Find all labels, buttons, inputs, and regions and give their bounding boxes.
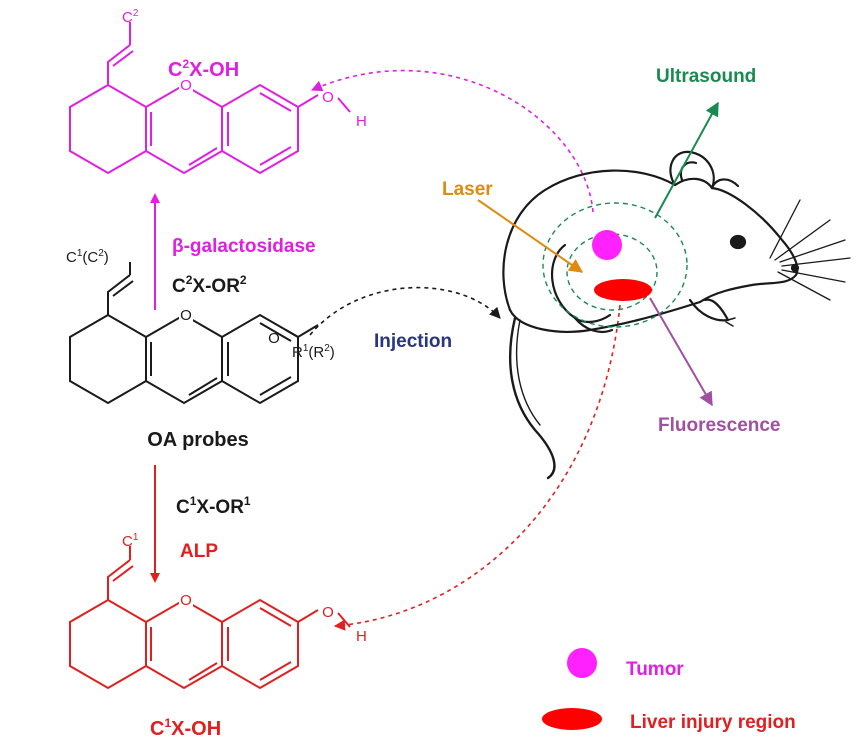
legend-injury-label: Liver injury region bbox=[630, 712, 796, 733]
fluorescence-label: Fluorescence bbox=[658, 415, 781, 436]
laser-arrow bbox=[477, 199, 584, 273]
mouse-ear-back bbox=[710, 178, 740, 190]
bottom-oh-oxygen: O bbox=[322, 604, 334, 621]
mouse-illustration bbox=[502, 150, 851, 480]
top-oh-oxygen: O bbox=[322, 89, 334, 106]
fluorescence-arrow bbox=[649, 297, 713, 407]
middle-r-group: R1(R2) bbox=[292, 343, 335, 361]
injection-dashed-arrow bbox=[309, 286, 501, 336]
middle-o-mask bbox=[179, 306, 193, 322]
legend-tumor-label: Tumor bbox=[626, 659, 684, 680]
middle-vinyl-double bbox=[112, 280, 134, 297]
mouse-tail bbox=[508, 316, 556, 480]
mouse-hind-foot bbox=[573, 316, 614, 334]
legend-injury-swatch bbox=[542, 708, 602, 730]
mouse-front-paw bbox=[725, 317, 736, 327]
middle-ether-bond-2 bbox=[285, 329, 299, 338]
top-skeleton bbox=[69, 84, 299, 174]
injury-to-bottom-dashed-arrow bbox=[333, 304, 621, 631]
up-arrow-probe: C2X-OR2 bbox=[172, 273, 247, 297]
injection-label: Injection bbox=[374, 331, 452, 352]
top-vinyl-bond bbox=[107, 44, 131, 85]
mouse-eye bbox=[729, 234, 747, 250]
middle-skeleton bbox=[69, 314, 299, 404]
laser-arrow-group: Laser bbox=[442, 179, 584, 273]
top-oh-bond bbox=[297, 94, 319, 108]
top-oh-h-bond bbox=[337, 97, 351, 113]
mouse-tail-inner bbox=[515, 319, 541, 426]
bottom-compound-name: C1X-OH bbox=[150, 716, 221, 740]
mouse-ear bbox=[669, 150, 715, 190]
up-arrow-enzyme: β-galactosidase bbox=[172, 236, 316, 257]
middle-ether-oxygen: O bbox=[268, 330, 280, 347]
ultrasound-arrow bbox=[654, 101, 719, 219]
bottom-skeleton bbox=[69, 599, 299, 689]
ultrasound-label: Ultrasound bbox=[656, 66, 756, 87]
liver-injury-marker bbox=[594, 279, 652, 301]
mouse-head bbox=[698, 186, 799, 304]
middle-molecule-text: C1(C2) O O R1(R2) OA probes bbox=[66, 248, 335, 451]
top-o-mask bbox=[179, 76, 193, 92]
middle-ether-bond bbox=[297, 324, 319, 338]
mouse-back bbox=[502, 169, 714, 312]
bottom-oh-bond bbox=[297, 609, 319, 623]
top-ring-oxygen: O bbox=[180, 77, 192, 94]
bottom-vinyl-double bbox=[112, 565, 134, 582]
top-molecule bbox=[69, 22, 351, 174]
down-arrow-probe: C1X-OR1 bbox=[176, 494, 251, 518]
bottom-molecule-text: C1 O O H C1X-OH bbox=[122, 532, 367, 740]
field-ring-outer bbox=[542, 202, 688, 328]
laser-label: Laser bbox=[442, 179, 493, 200]
field-ring-inner bbox=[566, 233, 658, 311]
top-vinyl-double bbox=[112, 50, 134, 67]
bottom-molecule bbox=[69, 546, 351, 689]
tumor-marker bbox=[592, 230, 622, 260]
middle-molecule bbox=[69, 262, 319, 404]
down-reaction-arrow: C1X-OR1 ALP bbox=[150, 465, 251, 583]
middle-ring-oxygen: O bbox=[180, 307, 192, 324]
mouse-whiskers bbox=[769, 199, 851, 301]
up-reaction-arrow: β-galactosidase C2X-OR2 bbox=[150, 193, 316, 310]
middle-substituent-label: C1(C2) bbox=[66, 248, 109, 266]
bottom-vinyl-bond bbox=[107, 559, 131, 600]
ultrasound-arrow-group: Ultrasound bbox=[654, 66, 756, 219]
bottom-ring-oxygen: O bbox=[180, 592, 192, 609]
tumor-to-top-dashed-arrow bbox=[310, 69, 594, 213]
top-compound-name: C2X-OH bbox=[168, 57, 239, 81]
legend-tumor-swatch bbox=[567, 648, 597, 678]
fluorescence-arrow-group: Fluorescence bbox=[649, 297, 781, 436]
middle-caption: OA probes bbox=[147, 429, 249, 451]
ultrasound-field bbox=[542, 202, 688, 328]
bottom-o-mask bbox=[179, 591, 193, 607]
mouse-nose bbox=[790, 263, 800, 273]
bottom-oh-hydrogen: H bbox=[356, 628, 367, 645]
top-substituent-label: C2 bbox=[122, 8, 139, 26]
legend: Tumor Liver injury region bbox=[542, 648, 796, 733]
middle-vinyl-bond bbox=[107, 274, 131, 315]
bottom-substituent-label: C1 bbox=[122, 532, 139, 550]
top-oh-hydrogen: H bbox=[356, 113, 367, 130]
down-arrow-enzyme: ALP bbox=[180, 541, 218, 562]
top-molecule-text: C2 O O H C2X-OH bbox=[122, 8, 367, 130]
